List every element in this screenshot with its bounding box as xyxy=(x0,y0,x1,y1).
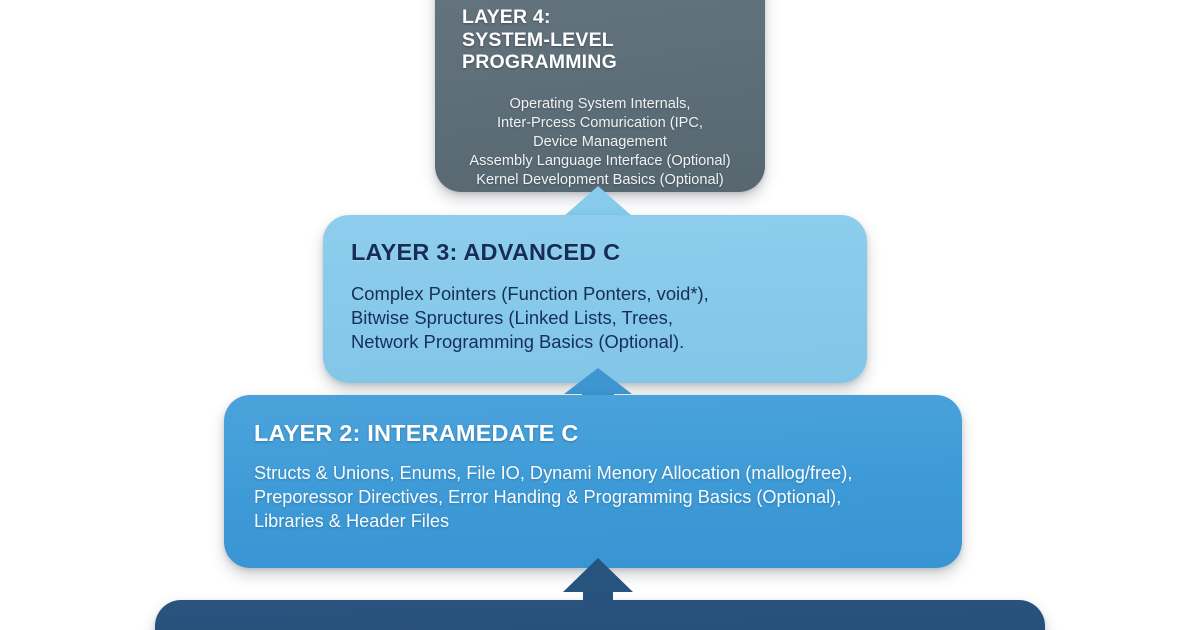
layer4-body-line-4: Assembly Language Interface (Optional) xyxy=(469,152,731,169)
layer2-title: LAYER 2: INTERAMEDATE C xyxy=(254,420,579,446)
layer1-content xyxy=(155,600,1045,630)
arrow-up-icon xyxy=(563,558,633,604)
layer-box-layer4[interactable]: LAYER 4: SYSTEM-LEVEL PROGRAMMING Operat… xyxy=(435,0,765,192)
layer4-body-line-2: Inter-Prcess Comurication (IPC, xyxy=(497,114,703,131)
layer4-title-line1: LAYER 4: xyxy=(462,6,551,28)
layer4-title: LAYER 4: SYSTEM-LEVEL PROGRAMMING xyxy=(449,6,751,74)
layer3-body-line-2: Bitwise Spructures (Linked Lists, Trees, xyxy=(351,307,673,329)
layer4-body-line-3: Device Management xyxy=(533,133,667,150)
layer4-title-line2: SYSTEM-LEVEL PROGRAMMING xyxy=(462,28,617,74)
arrow-up-icon xyxy=(564,186,632,222)
layer-box-layer3[interactable]: LAYER 3: ADVANCED C Complex Pointers (Fu… xyxy=(323,215,867,383)
layer3-content: LAYER 3: ADVANCED C Complex Pointers (Fu… xyxy=(323,215,867,383)
layer-box-layer2[interactable]: LAYER 2: INTERAMEDATE C Structs & Unions… xyxy=(224,395,962,568)
layer3-body-line-3: Network Programming Basics (Optional). xyxy=(351,331,685,353)
layer3-body-line-1: Complex Pointers (Function Ponters, void… xyxy=(351,283,709,305)
layer4-body-line-1: Operating System Internals, xyxy=(509,95,691,112)
layer4-body-line-5: Kernel Development Basics (Optional) xyxy=(476,171,724,188)
layer4-content: LAYER 4: SYSTEM-LEVEL PROGRAMMING Operat… xyxy=(435,0,765,192)
layer-box-layer1[interactable] xyxy=(155,600,1045,630)
layer2-body-line-3: Libraries & Header Files xyxy=(254,510,450,531)
layer2-body-line-2: Preporessor Directives, Error Handing & … xyxy=(254,486,842,507)
layer3-body: Complex Pointers (Function Ponters, void… xyxy=(351,282,839,354)
layer3-title: LAYER 3: ADVANCED C xyxy=(351,239,621,265)
layer2-body-line-1: Structs & Unions, Enums, File IO, Dynami… xyxy=(254,463,853,484)
layer2-content: LAYER 2: INTERAMEDATE C Structs & Unions… xyxy=(224,395,962,568)
layer4-body: Operating System Internals, Inter-Prcess… xyxy=(449,95,751,190)
layer2-body: Structs & Unions, Enums, File IO, Dynami… xyxy=(254,462,932,533)
arrow-up-icon xyxy=(564,368,632,400)
